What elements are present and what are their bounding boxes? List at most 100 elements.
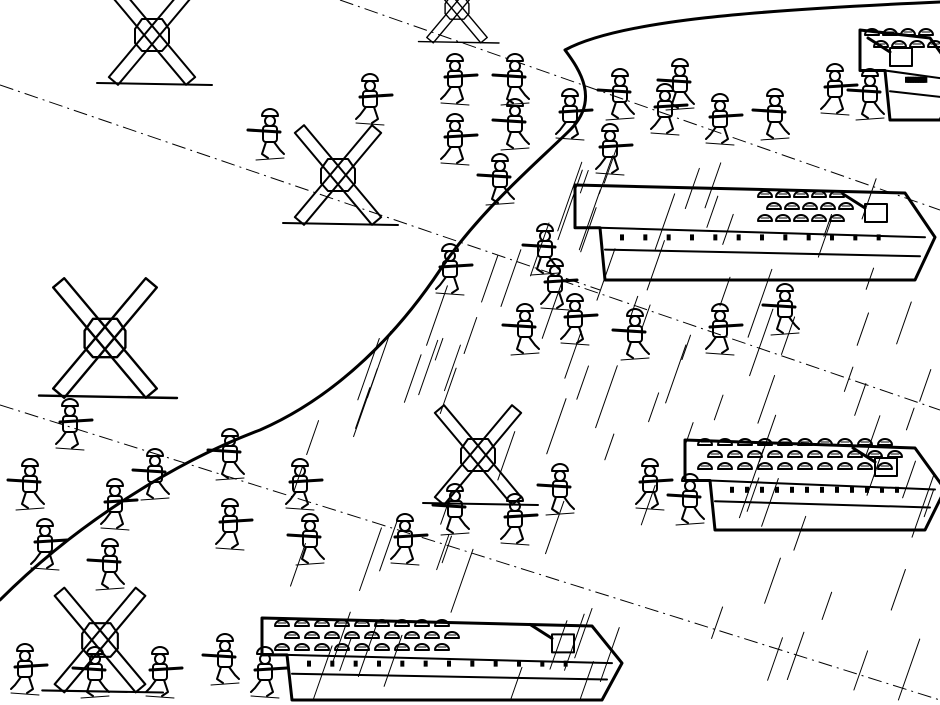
porthole [880,486,884,493]
soldier-helmet [396,513,414,522]
helmet [394,619,410,627]
soldier-head [399,520,411,532]
soldier-legs [21,491,45,509]
soldier-torso [507,70,523,88]
soldier-shadow [855,117,885,121]
helmet [394,643,410,651]
turret-shield [874,457,898,477]
hatch-stroke [366,331,392,399]
soldier-legs [540,291,564,309]
soldier-legs [681,506,705,524]
soldier-legs [440,146,464,164]
rifle [823,83,859,89]
soldier-torso [447,70,463,88]
helmet [837,438,853,446]
hatch-stroke [403,354,422,403]
hedgehog-beam [426,0,488,44]
trajectory-line [0,84,601,291]
soldier-shadow [95,587,125,591]
hedgehog-beam [433,404,523,506]
soldier-shadow [80,695,110,699]
porthole [783,234,788,241]
soldier-head [109,485,121,497]
hedgehog-shadow [37,394,179,400]
soldier [596,68,635,121]
soldier-shadow [595,172,625,176]
soldier-torso [397,530,413,548]
soldier-legs [671,91,695,109]
hatch-stroke [853,650,869,691]
hedgehog-hub [444,0,470,20]
soldier [215,498,254,551]
soldier-head [659,90,671,102]
soldier-helmet [446,113,464,122]
hatch-stroke [843,366,854,392]
soldier-torso [37,535,53,553]
rifle [501,323,537,329]
hatch-stroke [654,193,676,250]
helmet [434,643,450,651]
soldier-helmet [506,98,524,107]
hedgehog-beam [107,0,197,86]
soldier-legs [705,336,729,354]
soldier-torso [767,105,783,123]
rifle [536,483,572,489]
helmet [727,450,743,458]
soldier-legs [285,491,309,509]
hatch-stroke [545,500,565,555]
soldier-helmet [291,458,309,467]
hatch-stroke [574,607,593,659]
porthole [423,660,428,667]
soldier [71,646,110,699]
hedgehog-shadow [41,689,165,694]
soldier-torso [87,663,103,681]
soldier-shadow [145,695,175,699]
soldier-helmet [776,283,794,292]
rifle [846,88,882,94]
soldier-head [674,65,686,77]
soldier-torso [567,310,583,328]
soldier-torso [222,515,238,533]
soldier-head [714,310,726,322]
hatch-stroke [564,330,582,379]
hatch-stroke [576,365,589,400]
soldier-torso [217,650,233,668]
helmet [304,631,320,639]
soldier [86,538,125,591]
rifle [491,73,527,79]
porthole [876,234,881,241]
helmet [747,450,763,458]
rifle [358,93,394,99]
hatch-stroke [719,276,731,307]
porthole [923,76,928,83]
soldier-head [554,470,566,482]
porthole [307,660,311,667]
soldier [705,303,744,356]
czech-hedgehog-obstacle [96,0,213,86]
soldier-head [604,130,616,142]
soldier-torso [537,240,553,258]
soldier [100,478,139,531]
helmet [877,462,893,470]
soldier-helmet [446,483,464,492]
sand-hatching [290,148,935,701]
soldier-head [614,75,626,87]
hedgehog-shadow [417,40,500,44]
rifle [491,118,527,124]
soldier-shadow [15,507,45,511]
soldier-shadow [485,202,515,206]
porthole [853,234,858,241]
helmet [891,40,907,48]
soldier-legs [705,126,729,144]
hatch-stroke [481,255,499,303]
gun-turret-icon [841,192,888,223]
trajectory-line [559,279,940,411]
rifle [58,418,94,424]
soldier-head [509,105,521,117]
helmet [900,28,916,36]
soldier [131,448,170,501]
soldier-helmet [216,633,234,642]
porthole [470,660,475,667]
